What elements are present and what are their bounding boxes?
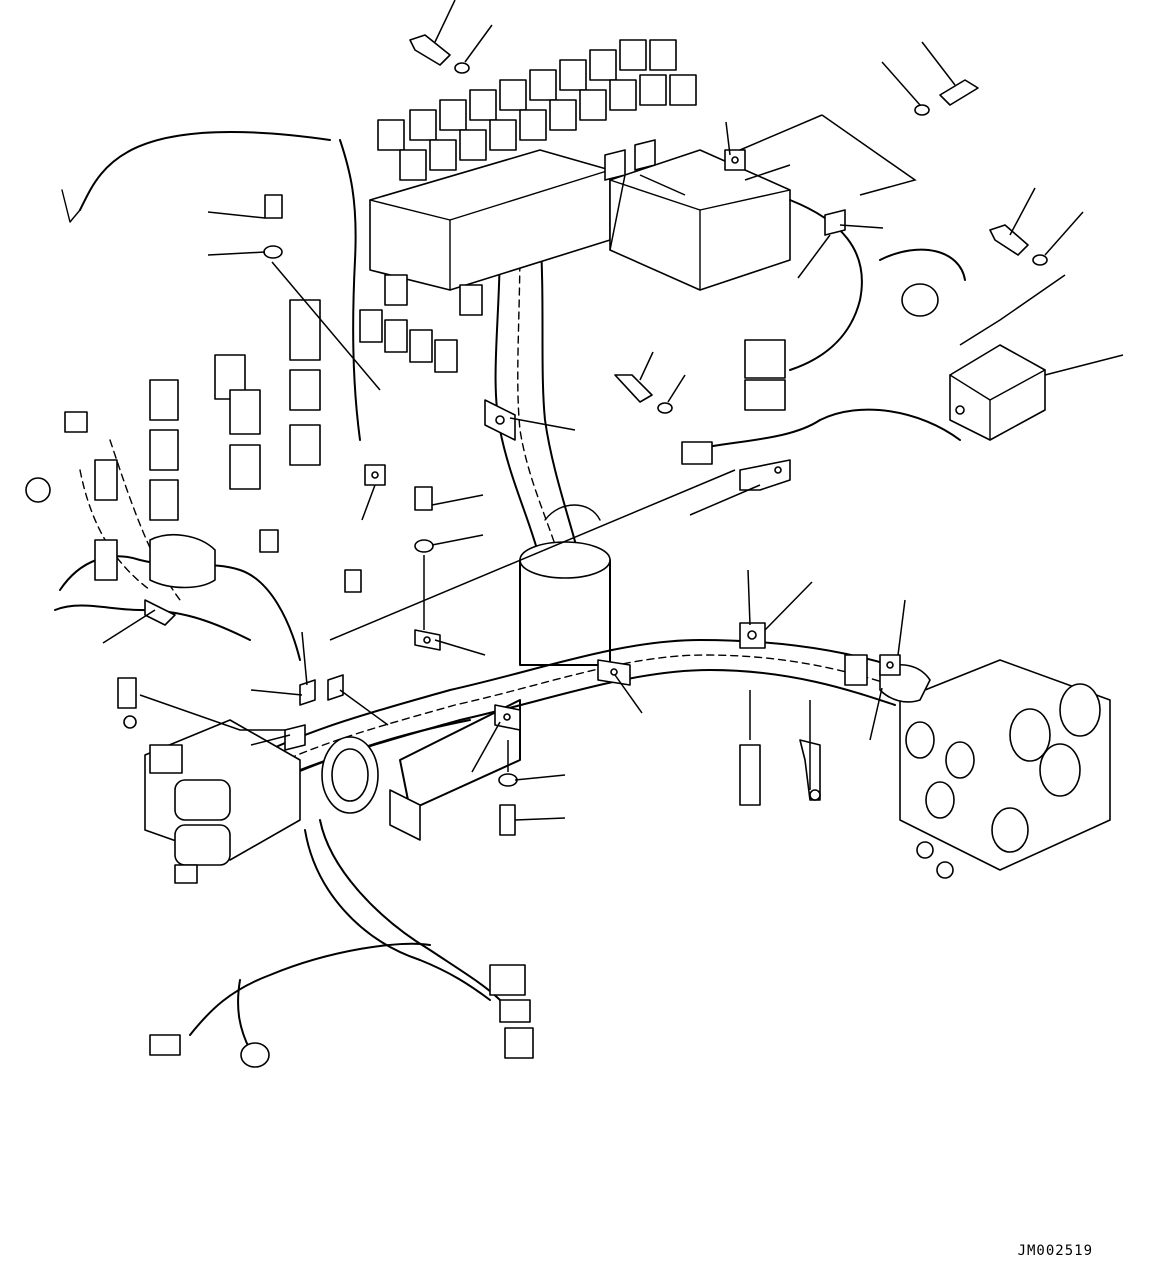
grouping-leaders xyxy=(139,114,1066,790)
lower-left-block xyxy=(117,677,301,884)
main-harness-trunk xyxy=(494,229,611,666)
upper-right-controller xyxy=(609,149,966,411)
drawing-id-label: JM002519 xyxy=(1017,1243,1093,1259)
left-connector-cluster xyxy=(25,299,362,661)
lower-crossbar-harness xyxy=(229,639,896,841)
right-valve-block xyxy=(844,654,1111,879)
clamps xyxy=(144,139,901,806)
bottom-cable-run xyxy=(149,819,534,1068)
electronic-module xyxy=(681,344,1046,465)
upper-relay-block xyxy=(61,39,697,441)
bolts-and-washers xyxy=(263,34,1048,836)
callout-leader-lines xyxy=(102,0,1124,821)
